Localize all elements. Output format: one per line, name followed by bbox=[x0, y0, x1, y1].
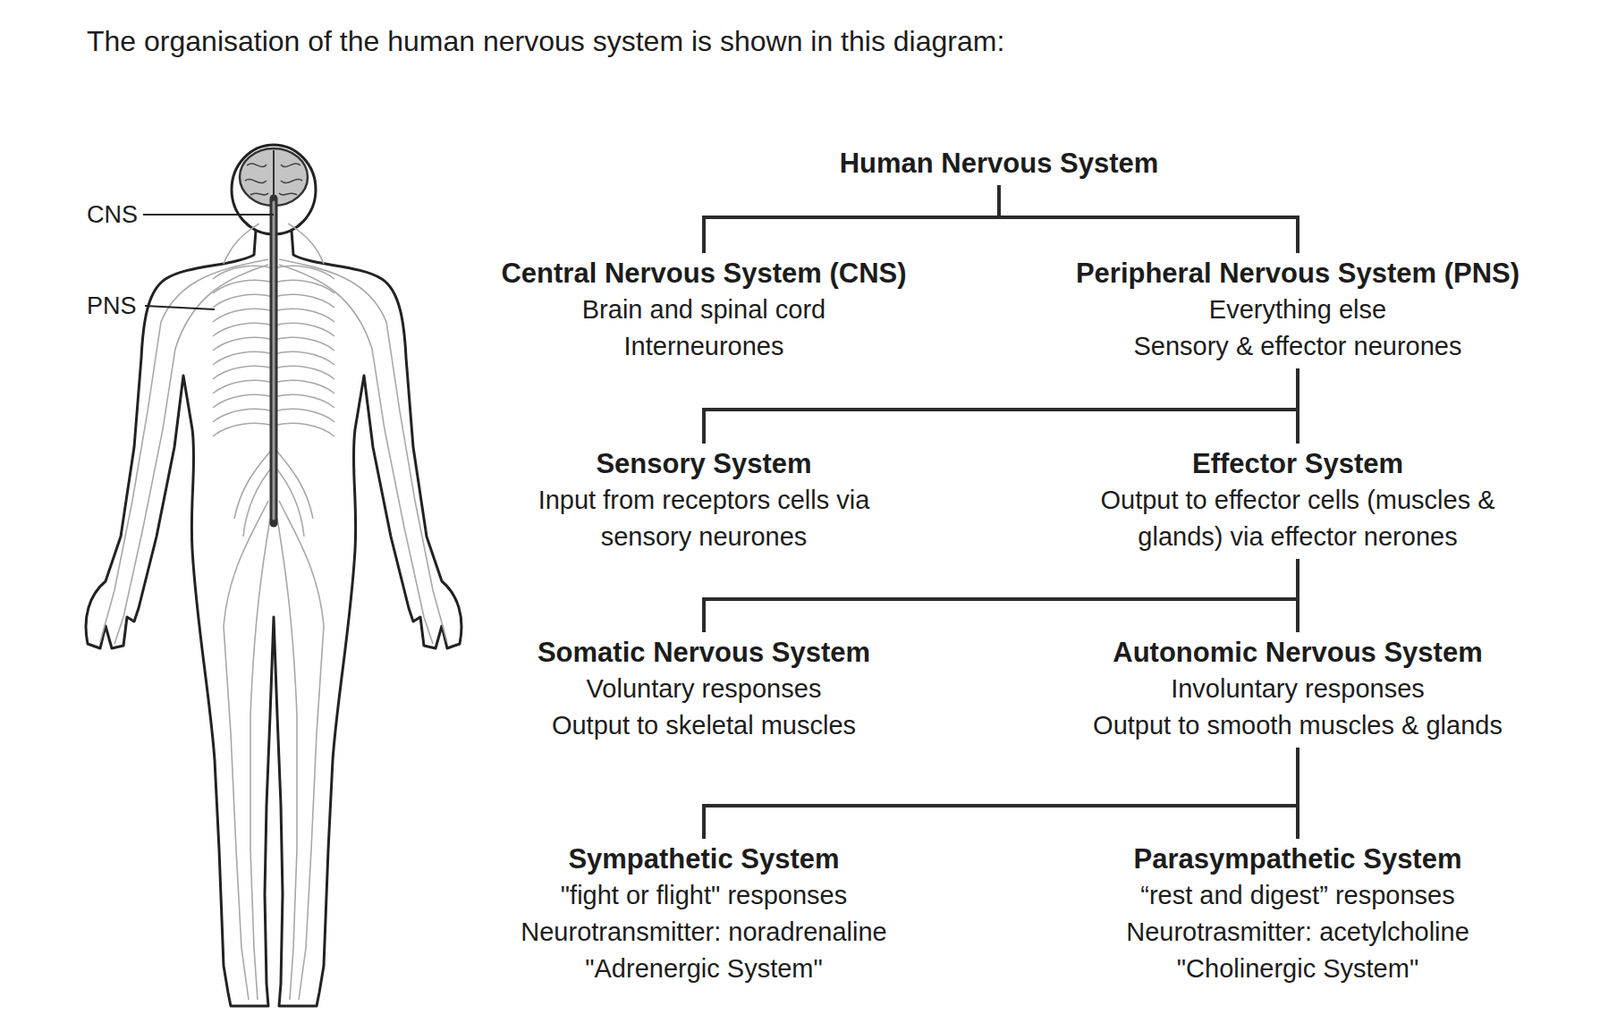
node-text: "fight or flight" responses bbox=[520, 877, 887, 915]
node-text: "Cholinergic System" bbox=[1125, 950, 1470, 988]
connector-line bbox=[1295, 370, 1300, 442]
node-heading: Sympathetic System bbox=[520, 840, 887, 878]
node-text: “rest and digest” responses bbox=[1125, 877, 1470, 915]
node-heading: Effector System bbox=[1076, 445, 1520, 483]
node-text: Neurotransmitter: noradrenaline bbox=[520, 914, 887, 951]
node-heading: Peripheral Nervous System (PNS) bbox=[1075, 254, 1520, 292]
node-text: Everything else bbox=[1075, 291, 1520, 329]
node-text: Involuntary responses bbox=[1092, 670, 1503, 708]
tree-node: Effector SystemOutput to effector cells … bbox=[1076, 445, 1520, 556]
node-text: Output to effector cells (muscles & glan… bbox=[1076, 482, 1520, 556]
node-heading: Parasympathetic System bbox=[1125, 840, 1470, 878]
node-text: Sensory & effector neurones bbox=[1075, 328, 1520, 365]
tree-node: Sympathetic System"fight or flight" resp… bbox=[520, 840, 887, 988]
connector-line bbox=[703, 370, 1298, 442]
connector-line bbox=[1295, 560, 1300, 631]
tree-node: Human Nervous System bbox=[839, 144, 1160, 182]
connector-line bbox=[703, 749, 1298, 838]
node-text: Neurotrasmitter: acetylcholine bbox=[1125, 914, 1470, 951]
part-label: PNS bbox=[86, 291, 137, 321]
node-text: "Adrenergic System" bbox=[520, 950, 887, 988]
connector-line bbox=[703, 186, 999, 252]
node-text: Output to skeletal muscles bbox=[537, 707, 871, 745]
part-label: CNS bbox=[86, 200, 138, 229]
node-heading: Human Nervous System bbox=[839, 144, 1160, 182]
node-heading: Autonomic Nervous System bbox=[1092, 634, 1503, 671]
spinal-cord-core bbox=[272, 202, 276, 519]
connector-line bbox=[998, 186, 1298, 252]
node-text: Brain and spinal cord bbox=[500, 291, 906, 329]
tree-node: Peripheral Nervous System (PNS)Everythin… bbox=[1075, 254, 1520, 365]
leader-line bbox=[144, 305, 215, 310]
node-heading: Sensory System bbox=[514, 445, 895, 483]
node-heading: Somatic Nervous System bbox=[537, 634, 871, 671]
node-text: Voluntary responses bbox=[537, 670, 871, 708]
node-heading: Central Nervous System (CNS) bbox=[500, 254, 906, 292]
leader-line bbox=[143, 213, 274, 216]
page-title: The organisation of the human nervous sy… bbox=[86, 23, 1005, 60]
connector-line bbox=[1295, 749, 1300, 838]
tree-node: Autonomic Nervous SystemInvoluntary resp… bbox=[1092, 634, 1503, 745]
node-text: Interneurones bbox=[500, 328, 906, 365]
node-text: Input from receptors cells via sensory n… bbox=[514, 482, 895, 556]
node-text: Output to smooth muscles & glands bbox=[1092, 707, 1503, 745]
tree-node: Central Nervous System (CNS)Brain and sp… bbox=[500, 254, 906, 365]
connector-line bbox=[703, 560, 1298, 631]
tree-node: Parasympathetic System“rest and digest” … bbox=[1125, 840, 1470, 988]
spinal-cord bbox=[270, 198, 279, 524]
tree-node: Sensory SystemInput from receptors cells… bbox=[514, 445, 895, 556]
tree-node: Somatic Nervous SystemVoluntary response… bbox=[537, 634, 871, 745]
